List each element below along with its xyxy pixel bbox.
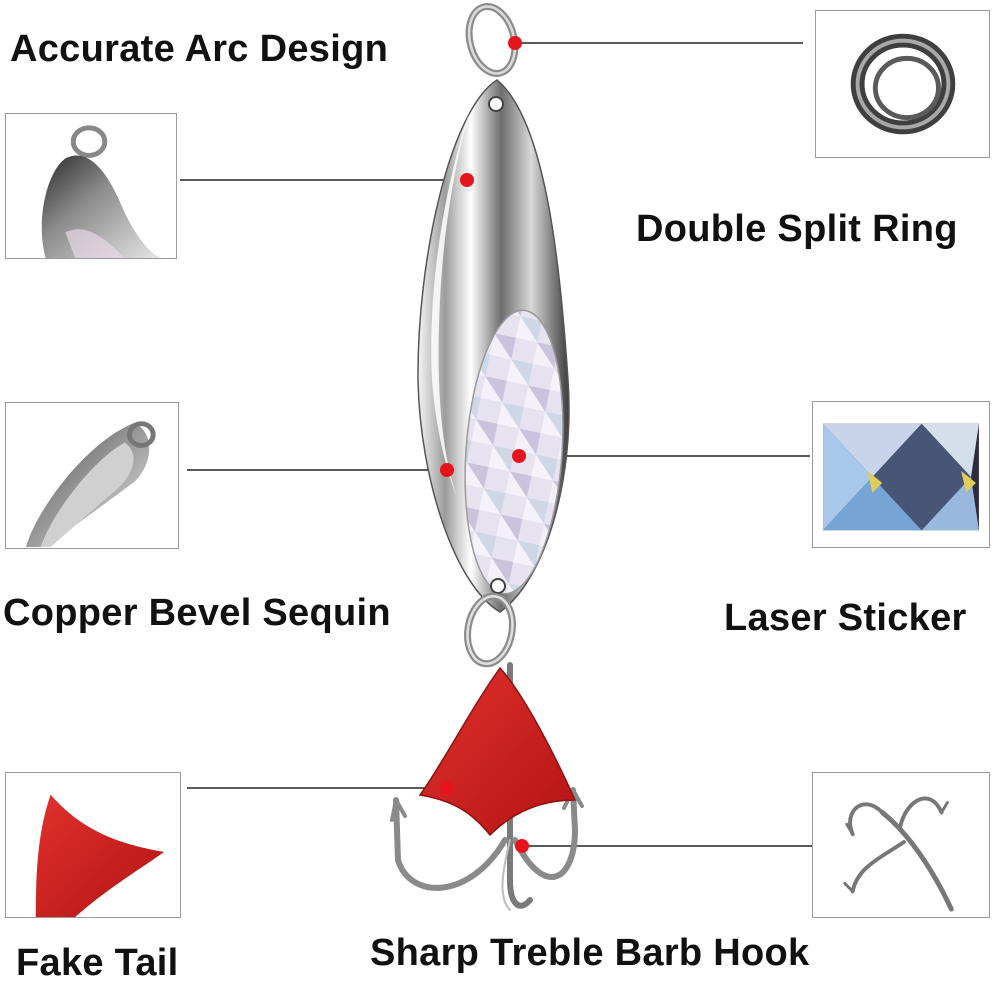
- fake-tail: [418, 666, 577, 837]
- leader-lines: [180, 42, 812, 847]
- thumb-copper-bevel: [5, 402, 179, 549]
- label-fake-tail: Fake Tail: [16, 942, 179, 984]
- treble-hook-icon: [843, 796, 954, 912]
- label-treble-hook: Sharp Treble Barb Hook: [370, 932, 810, 974]
- fake-tail-icon: [35, 794, 165, 917]
- thumb-laser-sticker: [812, 401, 990, 548]
- spoon-body: [417, 79, 570, 613]
- thumb-accurate-arc: [5, 113, 177, 259]
- thumb-double-split-ring: [815, 10, 990, 158]
- markers: [440, 36, 529, 853]
- top-split-ring: [465, 3, 519, 77]
- thumb-fake-tail: [5, 772, 181, 918]
- holographic-pattern-icon: [823, 423, 979, 531]
- split-ring-icon: [850, 33, 956, 135]
- label-copper-bevel-sequin: Copper Bevel Sequin: [3, 592, 391, 634]
- spoon-tip-icon: [41, 125, 164, 258]
- thumb-treble-hook: [812, 772, 990, 918]
- bevel-sequin-icon: [25, 421, 156, 548]
- label-laser-sticker: Laser Sticker: [724, 597, 967, 639]
- label-double-split-ring: Double Split Ring: [636, 208, 958, 250]
- lower-split-ring: [464, 592, 516, 668]
- label-accurate-arc-design: Accurate Arc Design: [10, 28, 389, 70]
